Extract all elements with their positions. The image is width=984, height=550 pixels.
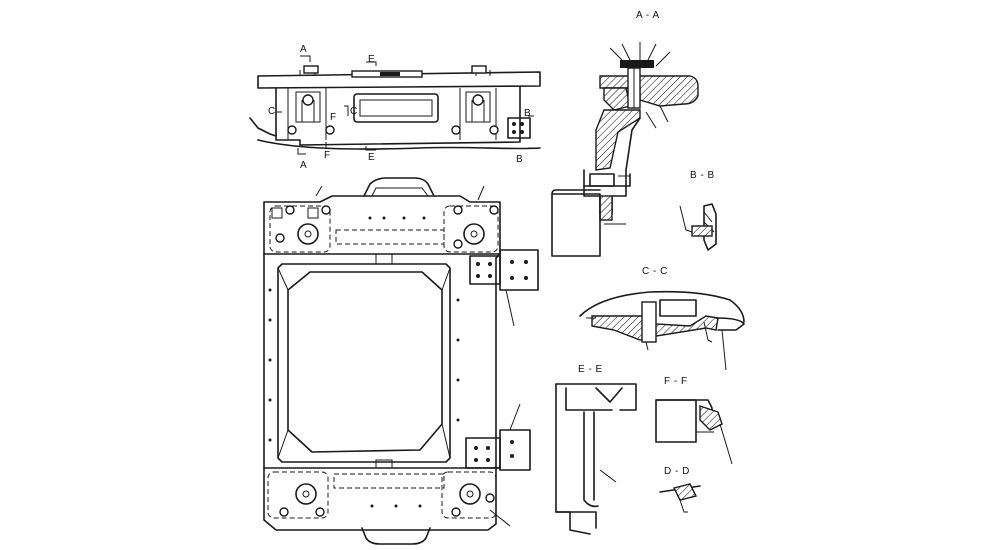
cut-mark-e-top: E [368, 54, 375, 65]
plan-view [263, 177, 539, 545]
section-ee [555, 383, 637, 535]
cut-mark-c-mid: C [350, 106, 357, 117]
side-view [249, 55, 541, 155]
cut-mark-f-mid: F [330, 112, 336, 123]
cut-mark-a-top: A [300, 44, 307, 55]
cut-mark-e-bottom: E [368, 152, 375, 163]
section-ff [655, 399, 733, 465]
section-aa [551, 42, 699, 257]
section-cc [579, 290, 745, 371]
cut-mark-b-bottom: B [516, 154, 523, 165]
section-title-aa: A - A [636, 10, 660, 21]
cut-mark-b-top: B [524, 108, 531, 119]
cut-mark-f-bottom: F [324, 150, 330, 161]
cut-mark-a-bottom: A [300, 160, 307, 171]
section-title-bb: B - B [690, 170, 715, 181]
section-title-dd: D - D [664, 466, 690, 477]
section-bb [679, 203, 717, 251]
section-dd [659, 483, 701, 513]
section-title-cc: C - C [642, 266, 668, 277]
section-title-ee: E - E [578, 364, 603, 375]
section-title-ff: F - F [664, 376, 688, 387]
cut-mark-c-left: C [268, 106, 275, 117]
